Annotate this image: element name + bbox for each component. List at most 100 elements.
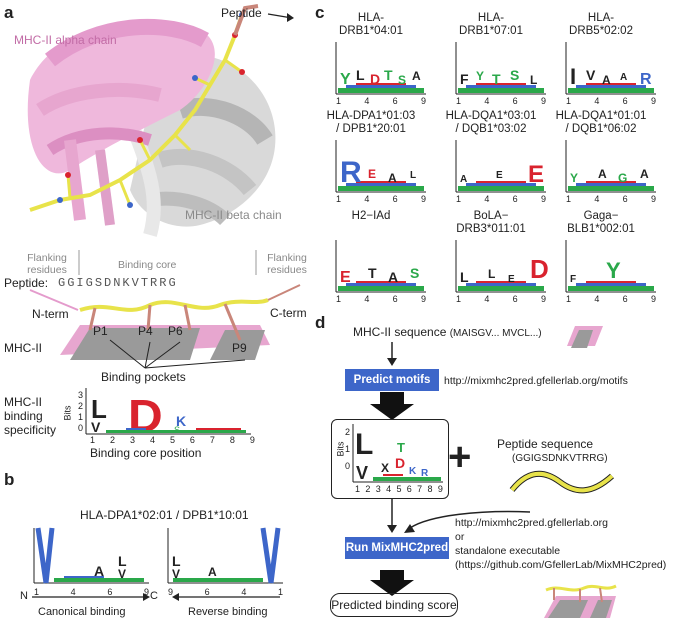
- peptide-row-label: Peptide:: [4, 276, 49, 290]
- logo-residue-glyph: T: [492, 71, 501, 87]
- c-term-label: C-term: [270, 306, 307, 320]
- panel-b-title: HLA-DPA1*02:01 / DPB1*10:01: [80, 508, 249, 522]
- peptide-label: Peptide: [221, 6, 262, 20]
- logo-residue-glyph: S: [510, 67, 519, 83]
- logo-residue-glyph: Y: [606, 258, 621, 283]
- svg-text:V: V: [356, 463, 368, 483]
- logo-residue-glyph: E: [528, 161, 544, 188]
- specificity-x-tick: 2: [109, 435, 115, 445]
- logo-residue-glyph: Y: [570, 171, 578, 185]
- svg-text:V: V: [118, 567, 126, 581]
- mhc-mini-icon: [567, 326, 603, 348]
- panel-a-letter: a: [4, 3, 14, 22]
- svg-text:R: R: [421, 468, 429, 479]
- logo-residue-glyph: F: [460, 71, 469, 87]
- peptide-residue: I: [76, 276, 86, 290]
- d-x-tick: 8: [427, 484, 433, 494]
- specificity-x-tick: 4: [149, 435, 155, 445]
- logo-residue-glyph: L: [410, 170, 416, 181]
- peptide-residue: S: [94, 276, 105, 290]
- logo-residue-glyph: L: [488, 267, 495, 281]
- logo-residue-glyph: G: [618, 171, 627, 185]
- peptide-residue: D: [104, 276, 114, 290]
- run-url[interactable]: http://mixmhc2pred.gfellerlab.org: [455, 517, 608, 529]
- motifs-url[interactable]: http://mixmhc2pred.gfellerlab.org/motifs: [444, 375, 628, 387]
- svg-text:L: L: [355, 428, 373, 461]
- motif-logo-title: HLA-DRB5*02:02: [569, 12, 633, 37]
- d-bits-label: Bits: [335, 441, 346, 457]
- peptide-residue: K: [122, 276, 132, 290]
- c-label: C: [150, 590, 158, 602]
- logo-residue-glyph: T: [384, 67, 393, 83]
- svg-text:D: D: [395, 455, 405, 471]
- d-x-tick: 4: [386, 484, 392, 494]
- pocket-p9: P9: [232, 341, 247, 355]
- peptide-sequence-label: Peptide sequence: [497, 437, 594, 451]
- motif-logo-title: HLA-DQA1*03:01/ DQB1*03:02: [445, 110, 537, 135]
- specificity-x-tick: 1: [90, 435, 96, 445]
- peptide-residue: G: [168, 276, 178, 290]
- peptide-sequence: GGIGSDNKVTRRG: [58, 276, 178, 290]
- canonical-binding-label: Canonical binding: [38, 606, 126, 618]
- alpha-chain-label: MHC-II alpha chain: [14, 33, 117, 47]
- pocket-p1: P1: [93, 324, 108, 338]
- logo-residue-glyph: T: [368, 265, 377, 281]
- d-x-tick: 9: [437, 484, 443, 494]
- github-url[interactable]: (https://github.com/GfellerLab/MixMHC2pr…: [455, 559, 667, 571]
- specificity-logo: L V D K S: [85, 388, 251, 441]
- n-term-label: N-term: [32, 307, 69, 321]
- d-x-tick: 5: [396, 484, 402, 494]
- binding-core-position-label: Binding core position: [90, 446, 202, 460]
- binding-core-label: Binding core: [118, 259, 177, 271]
- bound-complex-icon: [544, 584, 617, 618]
- beta-chain-label: MHC-II beta chain: [185, 208, 282, 222]
- peptide-residue: T: [140, 276, 151, 290]
- d-x-tick: 7: [417, 484, 423, 494]
- peptide-residue: G: [58, 276, 68, 290]
- pocket-p4: P4: [138, 324, 153, 338]
- specificity-x-tick: 9: [249, 435, 255, 445]
- logo-residue-glyph: E: [508, 274, 515, 285]
- logo-residue-glyph: D: [370, 71, 380, 87]
- logo-residue-glyph: I: [570, 64, 576, 89]
- svg-text:X: X: [381, 461, 389, 475]
- specificity-x-tick: 7: [209, 435, 215, 445]
- panel-b-letter: b: [4, 470, 15, 489]
- logo-residue-glyph: D: [530, 254, 549, 284]
- logo-residue-glyph: A: [620, 72, 627, 83]
- logo-residue-glyph: E: [368, 167, 376, 181]
- reverse-binding-label: Reverse binding: [188, 606, 268, 618]
- predicted-motif-logo: L V X T D K R: [352, 424, 443, 483]
- logo-residue-glyph: A: [388, 269, 398, 285]
- mhc-sequence-label: MHC-II sequence (MAISGV... MVCL...): [353, 325, 542, 339]
- run-mixmhc2pred-button[interactable]: Run MixMHC2pred: [345, 537, 449, 559]
- reverse-logo: L V A: [167, 527, 283, 584]
- panel-d-letter: d: [315, 313, 326, 332]
- specificity-x-tick: 8: [229, 435, 235, 445]
- predict-motifs-button[interactable]: Predict motifs: [345, 369, 439, 391]
- svg-text:K: K: [176, 413, 186, 429]
- svg-text:L: L: [172, 553, 181, 569]
- logo-residue-glyph: L: [530, 73, 537, 87]
- logo-residue-glyph: R: [340, 156, 362, 189]
- peptide-wave: [509, 470, 615, 494]
- svg-text:A: A: [208, 565, 217, 579]
